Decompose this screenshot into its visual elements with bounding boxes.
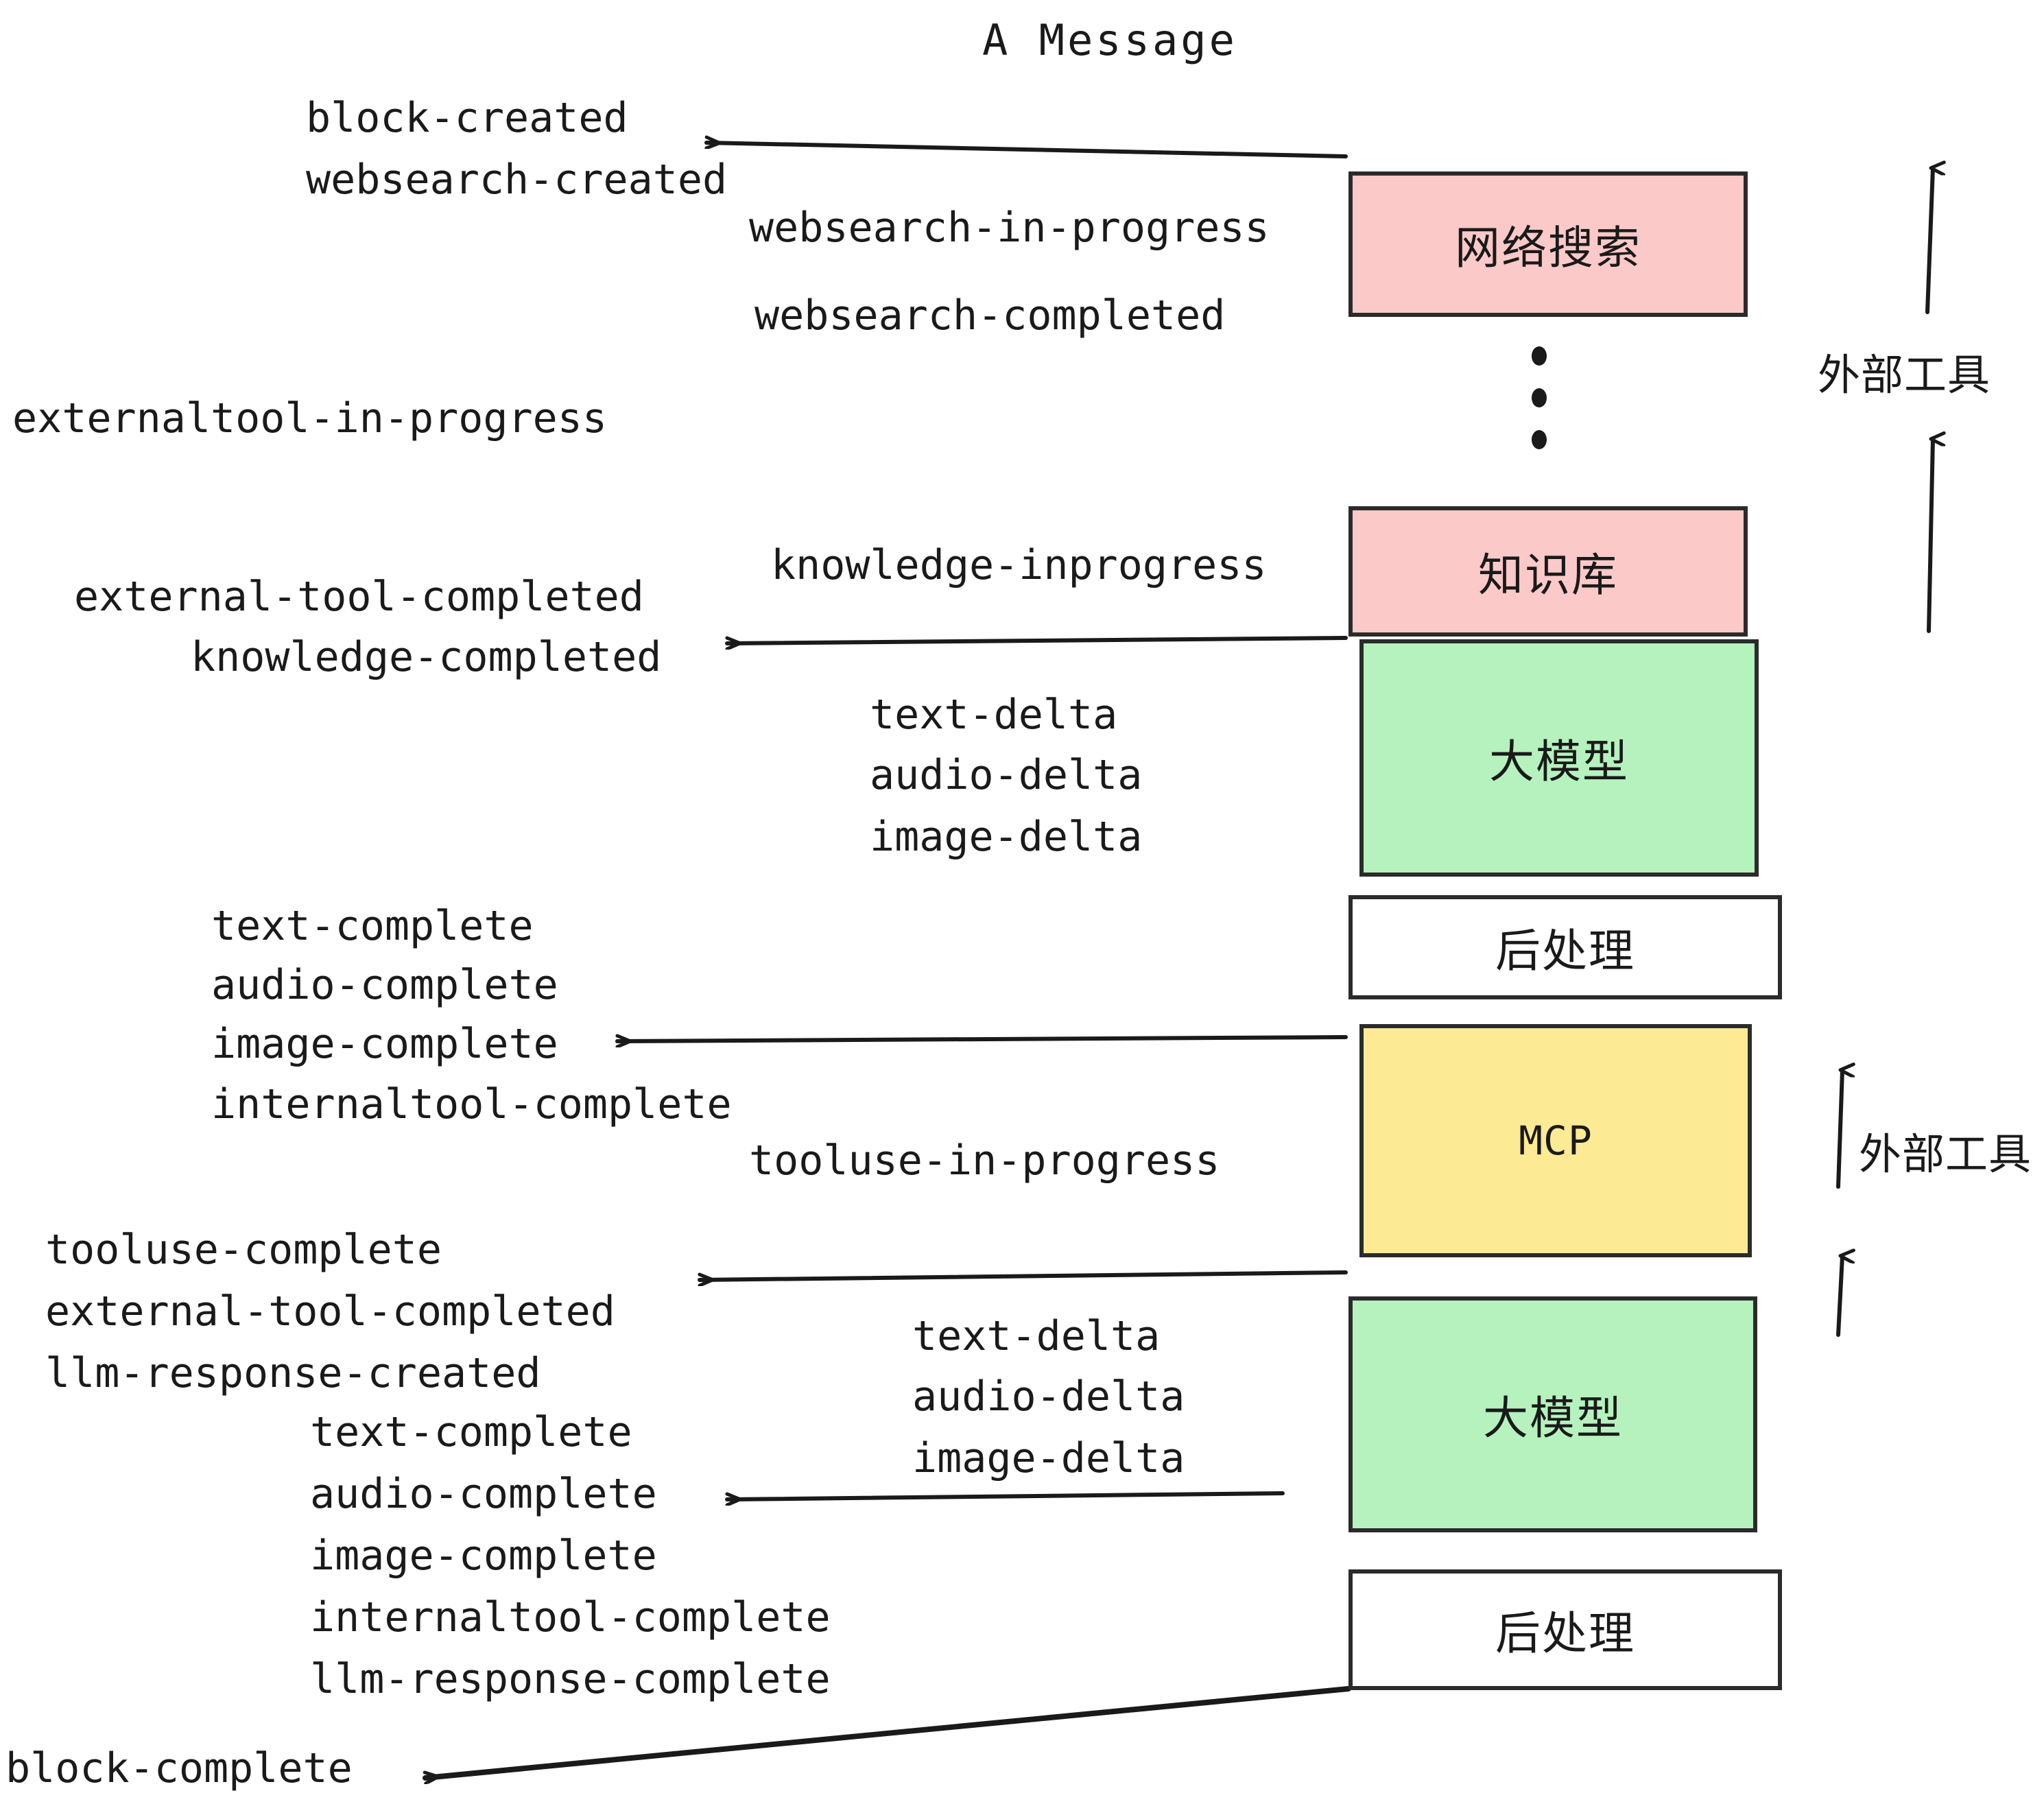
box-llm-bottom-label: 大模型	[1483, 1392, 1623, 1443]
box-llm-top[interactable]: 大模型	[1359, 639, 1759, 877]
page-title: A Message	[982, 15, 1237, 65]
event-text-complete-1: text-complete	[211, 902, 534, 950]
dot-2	[1532, 388, 1547, 407]
box-llm-top-label: 大模型	[1489, 736, 1629, 787]
box-mcp[interactable]: MCP	[1359, 1024, 1752, 1257]
box-knowledge[interactable]: 知识库	[1348, 506, 1748, 637]
event-text-delta-2: text-delta	[912, 1312, 1161, 1360]
event-external-tool-completed-1: external-tool-completed	[74, 573, 644, 621]
box-postprocess-top-label: 后处理	[1495, 925, 1635, 976]
event-internaltool-complete-1: internaltool-complete	[211, 1080, 732, 1128]
box-postprocess-bottom-label: 后处理	[1495, 1608, 1635, 1659]
external-tool-label-bottom: 外部工具	[1859, 1131, 2032, 1178]
event-tooluse-complete: tooluse-complete	[45, 1226, 442, 1274]
event-audio-complete-1: audio-complete	[211, 961, 558, 1009]
event-knowledge-inprogress: knowledge-inprogress	[771, 541, 1267, 589]
box-websearch[interactable]: 网络搜索	[1348, 171, 1748, 317]
event-internaltool-complete-2: internaltool-complete	[310, 1593, 831, 1641]
box-postprocess-top[interactable]: 后处理	[1348, 895, 1782, 999]
event-block-created: block-created	[306, 94, 628, 142]
event-audio-delta-1: audio-delta	[870, 751, 1143, 799]
box-llm-bottom[interactable]: 大模型	[1348, 1296, 1757, 1532]
box-postprocess-bottom[interactable]: 后处理	[1348, 1569, 1782, 1690]
event-text-complete-2: text-complete	[310, 1408, 632, 1456]
event-audio-delta-2: audio-delta	[912, 1373, 1185, 1421]
arrow-knowledge-to-knowledge-completed	[725, 636, 1348, 643]
event-llm-response-complete: llm-response-complete	[310, 1655, 831, 1703]
ellipsis-dots	[1531, 346, 1547, 449]
event-externaltool-in-progress: externaltool-in-progress	[12, 394, 607, 442]
dot-1	[1532, 346, 1547, 366]
arrow-mcp-to-tooluse-complete	[698, 1270, 1348, 1280]
event-websearch-completed: websearch-completed	[754, 292, 1226, 340]
event-llm-response-created: llm-response-created	[45, 1349, 541, 1397]
event-knowledge-completed: knowledge-completed	[191, 633, 662, 681]
external-tool-range-bottom	[1836, 1070, 1842, 1337]
event-external-tool-completed-2: external-tool-completed	[45, 1287, 615, 1336]
arrow-websearch-to-block-created	[704, 143, 1348, 158]
event-image-complete-2: image-complete	[310, 1532, 657, 1580]
external-tool-label-top: 外部工具	[1818, 352, 1991, 399]
event-audio-complete-2: audio-complete	[310, 1470, 657, 1518]
event-text-delta-1: text-delta	[870, 691, 1118, 739]
event-image-delta-2: image-delta	[912, 1434, 1185, 1482]
event-block-complete: block-complete	[5, 1744, 353, 1792]
box-websearch-label: 网络搜索	[1455, 222, 1641, 273]
arrow-postproc-to-image-complete	[615, 1037, 1348, 1041]
box-mcp-label: MCP	[1519, 1117, 1593, 1164]
event-image-delta-1: image-delta	[870, 813, 1143, 861]
event-websearch-in-progress: websearch-in-progress	[749, 204, 1270, 252]
arrow-llm-to-audio-complete	[725, 1491, 1285, 1499]
box-knowledge-label: 知识库	[1478, 549, 1618, 600]
dot-3	[1532, 430, 1547, 449]
event-websearch-created: websearch-created	[306, 156, 728, 204]
event-tooluse-in-progress: tooluse-in-progress	[749, 1137, 1220, 1185]
event-image-complete-1: image-complete	[211, 1020, 558, 1068]
